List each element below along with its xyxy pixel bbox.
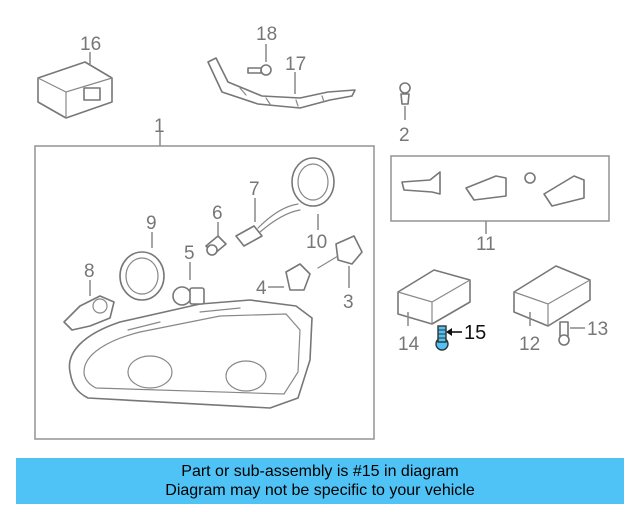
callout-6: 6: [212, 203, 223, 224]
control-module-part[interactable]: [37, 61, 113, 119]
callout-8: 8: [84, 261, 95, 282]
callout-1: 1: [154, 116, 165, 137]
screw-15-part[interactable]: [435, 325, 449, 351]
callout-14: 14: [398, 334, 420, 355]
bolt-2-part[interactable]: [399, 82, 411, 105]
callout-7: 7: [249, 179, 260, 200]
screw-18-part[interactable]: [247, 64, 272, 76]
callout-15: 15: [464, 322, 486, 344]
callout-2: 2: [399, 125, 410, 146]
socket-7-part[interactable]: [235, 203, 301, 247]
callout-17: 17: [285, 54, 306, 75]
callout-5: 5: [184, 243, 195, 264]
banner-line-2: Diagram may not be specific to your vehi…: [165, 482, 475, 499]
callout-13: 13: [587, 319, 608, 340]
callout-16: 16: [80, 34, 101, 55]
trim-strip-part[interactable]: [207, 57, 356, 109]
callout-11: 11: [476, 234, 496, 255]
callout-12: 12: [519, 334, 540, 355]
callout-9: 9: [146, 213, 157, 234]
bracket-kit-frame: [390, 155, 610, 222]
callout-18: 18: [256, 24, 277, 45]
cover-ring-10-part[interactable]: [291, 157, 335, 207]
ballast-14-part[interactable]: [397, 269, 471, 325]
headlamp-assembly-frame: [34, 145, 375, 440]
xenon-bulb-3-part[interactable]: [317, 235, 363, 269]
sealing-ring-9-part[interactable]: [119, 251, 165, 301]
bulb-8-part[interactable]: [63, 295, 115, 331]
banner-line-1: Part or sub-assembly is #15 in diagram: [181, 463, 459, 480]
parts-diagram: 16 17 18 2 1 11 9: [34, 24, 610, 440]
callout-4: 4: [256, 278, 267, 299]
igniter-4-part[interactable]: [285, 263, 311, 291]
ballast-12-part[interactable]: [513, 265, 591, 327]
bulb-6-part[interactable]: [205, 235, 227, 256]
callout-10: 10: [306, 232, 327, 253]
screw-13-part[interactable]: [558, 321, 570, 346]
bulb-5-part[interactable]: [172, 286, 205, 306]
callout-3: 3: [343, 292, 354, 313]
bracket-kit-part[interactable]: [401, 171, 585, 207]
info-banner: Part or sub-assembly is #15 in diagram D…: [16, 458, 624, 504]
headlamp-housing-part[interactable]: [68, 299, 313, 409]
